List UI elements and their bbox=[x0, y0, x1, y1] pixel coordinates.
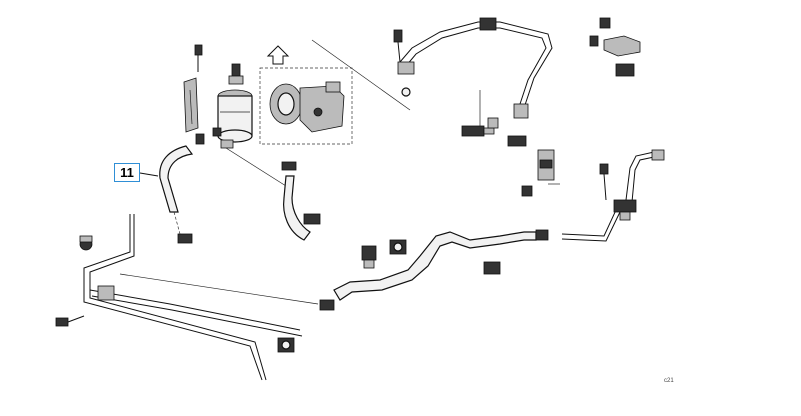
bracket-bolt bbox=[521, 185, 533, 197]
pipe-bracket bbox=[97, 285, 115, 301]
part-number-callout[interactable]: 11 bbox=[114, 163, 140, 182]
pipe-clamp-bolt bbox=[79, 235, 93, 251]
pump-detail-box bbox=[259, 67, 353, 145]
hose-clamp bbox=[281, 161, 297, 171]
reservoir-outlet bbox=[220, 139, 234, 149]
leader-line bbox=[311, 39, 411, 111]
banjo-bolt bbox=[393, 29, 403, 63]
reservoir-cap bbox=[228, 63, 244, 85]
reservoir-suction-hose bbox=[159, 145, 194, 213]
hose-clamp bbox=[303, 213, 321, 225]
leader-line bbox=[173, 211, 181, 235]
high-pressure-hose bbox=[399, 21, 553, 111]
hose-fitting bbox=[397, 61, 415, 75]
power-steering-pump bbox=[269, 81, 345, 133]
pipe-clamp bbox=[277, 337, 295, 353]
hose-clip bbox=[389, 239, 407, 255]
bracket-bolt bbox=[194, 44, 203, 72]
hose-bracket bbox=[537, 149, 555, 181]
bracket-bolt bbox=[589, 35, 599, 47]
hose-clamp bbox=[535, 229, 549, 241]
return-hose bbox=[283, 175, 311, 241]
reservoir-tank bbox=[217, 89, 253, 143]
hose-clip bbox=[361, 245, 377, 269]
hose-bracket bbox=[603, 35, 641, 77]
leader-line bbox=[225, 147, 287, 187]
return-pipe-assembly bbox=[83, 214, 303, 381]
hose-clamp bbox=[319, 299, 335, 311]
hose-clip bbox=[483, 261, 501, 275]
pipe-mount bbox=[613, 199, 637, 221]
hose-clamp bbox=[177, 233, 193, 244]
flange-bolt bbox=[55, 315, 85, 327]
bracket-bolt bbox=[599, 17, 611, 29]
hose-fitting bbox=[487, 117, 499, 129]
hose-clamp bbox=[195, 127, 222, 145]
reservoir-bracket bbox=[183, 77, 199, 133]
sealing-washer bbox=[401, 87, 411, 97]
hose-fitting bbox=[479, 17, 497, 31]
hose-fitting-joint bbox=[507, 103, 529, 147]
callout-leader bbox=[139, 172, 159, 177]
pump-view-arrow bbox=[266, 45, 290, 65]
mount-bolt bbox=[599, 163, 609, 201]
pipe-fitting bbox=[651, 149, 665, 161]
leader-line bbox=[119, 273, 319, 305]
diagram-code: c21 bbox=[664, 378, 674, 384]
